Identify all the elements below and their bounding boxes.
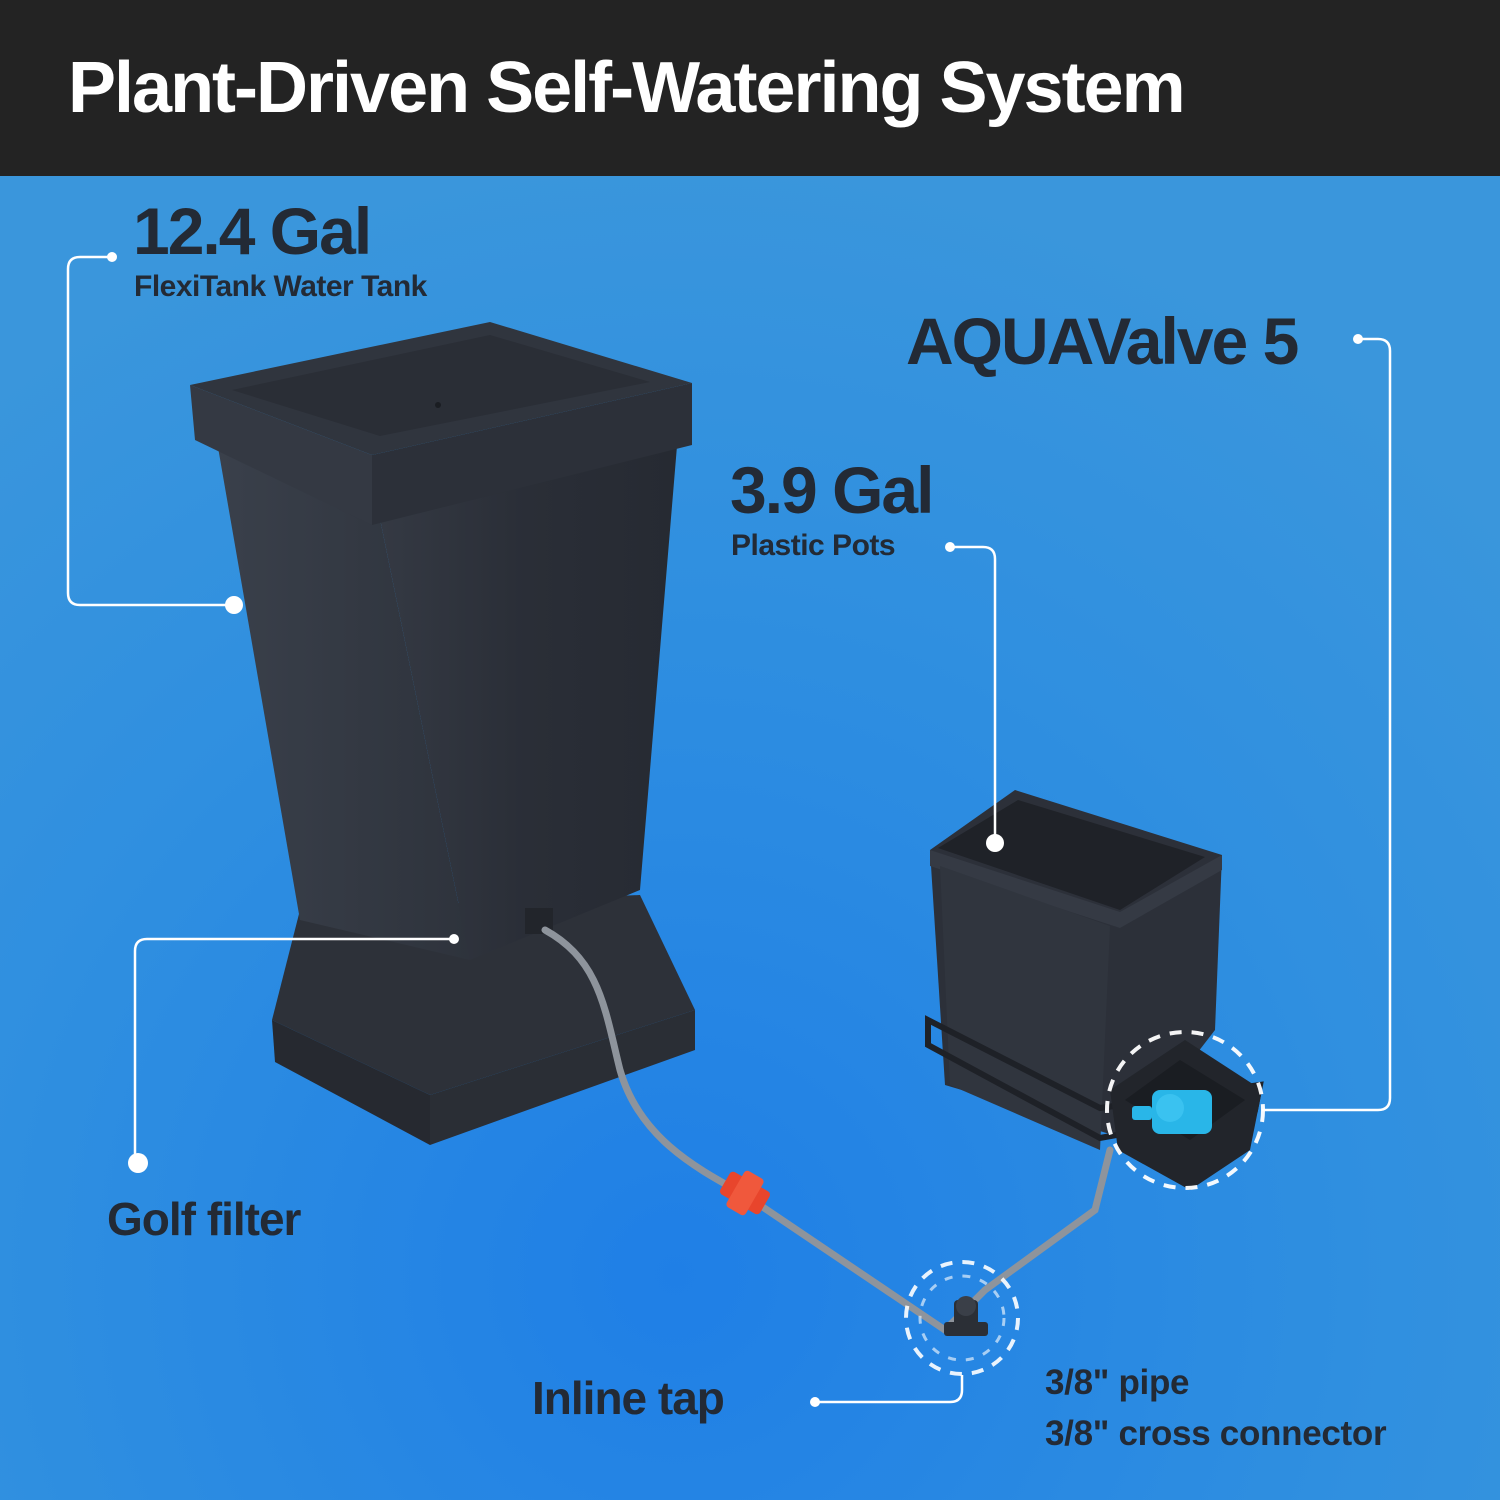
- callout-dots: [107, 252, 1363, 1407]
- callout-lines: [66, 255, 1392, 1404]
- tank-name-label: FlexiTank Water Tank: [134, 270, 427, 303]
- red-connector: [720, 1170, 770, 1216]
- pot-name-label: Plastic Pots: [731, 529, 896, 562]
- filter-label: Golf filter: [107, 1193, 301, 1245]
- pipe-spec-label: 3/8" pipe: [1045, 1363, 1190, 1402]
- tank-stand: [272, 895, 695, 1145]
- pot-capacity-label: 3.9 Gal: [730, 453, 934, 527]
- header-bar: [0, 0, 1500, 176]
- tap-label: Inline tap: [532, 1372, 725, 1424]
- valve-name-label: AQUAValve 5: [906, 304, 1299, 378]
- tank-capacity-label: 12.4 Gal: [133, 194, 372, 268]
- connector-spec-label: 3/8" cross connector: [1045, 1414, 1387, 1453]
- water-tank: [190, 322, 692, 960]
- inline-tap: [904, 1260, 1020, 1376]
- page-title: Plant-Driven Self-Watering System: [68, 48, 1186, 128]
